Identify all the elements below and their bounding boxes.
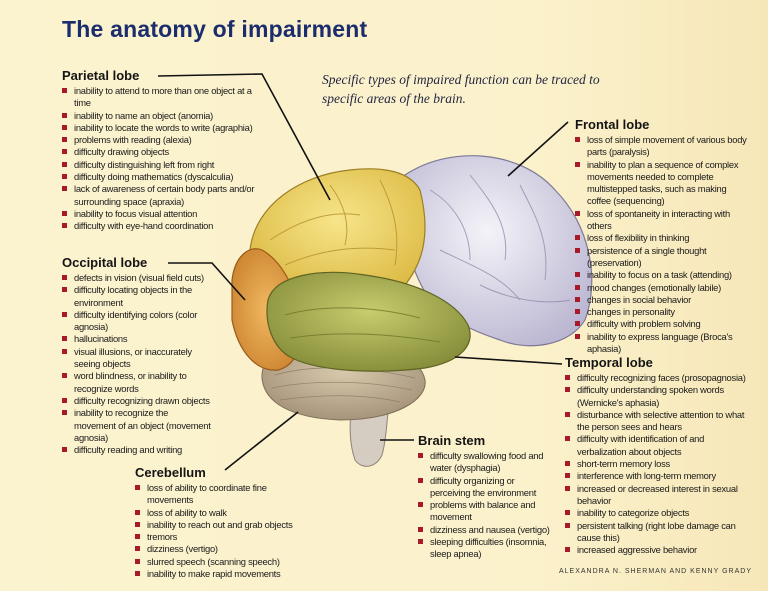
temporal-list: difficulty recognizing faces (prosopagno… — [565, 372, 755, 556]
temporal-leader — [454, 356, 563, 365]
list-item: loss of simple movement of various body … — [575, 134, 747, 159]
cerebellum-leader — [224, 411, 299, 471]
brainstem-list: difficulty swallowing food and water (dy… — [418, 450, 553, 561]
list-item: inability to express language (Broca's a… — [575, 331, 747, 356]
list-item: hallucinations — [62, 333, 212, 345]
list-item: persistence of a single thought (preserv… — [575, 245, 747, 270]
temporal-region — [266, 271, 471, 372]
list-item: mood changes (emotionally labile) — [575, 282, 747, 294]
frontal-heading: Frontal lobe — [575, 117, 650, 132]
list-item: increased aggressive behavior — [565, 544, 755, 556]
list-item: difficulty organizing or perceiving the … — [418, 475, 553, 500]
occipital-list: defects in vision (visual field cuts) di… — [62, 272, 212, 456]
occipital-block: Occipital lobe defects in vision (visual… — [62, 255, 212, 456]
list-item: difficulty with eye-hand coordination — [62, 220, 262, 232]
occipital-leader — [168, 262, 246, 301]
frontal-block: Frontal lobe loss of simple movement of … — [575, 117, 747, 355]
list-item: difficulty drawing objects — [62, 146, 262, 158]
list-item: loss of spontaneity in interacting with … — [575, 208, 747, 233]
list-item: defects in vision (visual field cuts) — [62, 272, 212, 284]
list-item: inability to recognize the movement of a… — [62, 407, 212, 444]
list-item: lack of awareness of certain body parts … — [62, 183, 262, 208]
list-item: inability to reach out and grab objects — [135, 519, 310, 531]
list-item: loss of ability to coordinate fine movem… — [135, 482, 310, 507]
list-item: short-term memory loss — [565, 458, 755, 470]
list-item: problems with balance and movement — [418, 499, 553, 524]
list-item: sleeping difficulties (insomnia, sleep a… — [418, 536, 553, 561]
list-item: difficulty locating objects in the envir… — [62, 284, 212, 309]
list-item: loss of ability to walk — [135, 507, 310, 519]
list-item: difficulty recognizing drawn objects — [62, 395, 212, 407]
list-item: difficulty reading and writing — [62, 444, 212, 456]
list-item: inability to make rapid movements — [135, 568, 310, 580]
list-item: inability to name an object (anomia) — [62, 110, 262, 122]
subtitle: Specific types of impaired function can … — [322, 72, 600, 106]
list-item: interference with long-term memory — [565, 470, 755, 482]
list-item: tremors — [135, 531, 310, 543]
list-item: inability to categorize objects — [565, 507, 755, 519]
cerebellum-list: loss of ability to coordinate fine movem… — [135, 482, 310, 580]
temporal-block: Temporal lobe difficulty recognizing fac… — [565, 355, 755, 556]
list-item: disturbance with selective attention to … — [565, 409, 755, 434]
list-item: inability to plan a sequence of complex … — [575, 159, 747, 208]
list-item: difficulty recognizing faces (prosopagno… — [565, 372, 755, 384]
parietal-list: inability to attend to more than one obj… — [62, 85, 262, 233]
temporal-heading: Temporal lobe — [565, 355, 653, 370]
list-item: problems with reading (alexia) — [62, 134, 262, 146]
parietal-heading: Parietal lobe — [62, 68, 140, 83]
list-item: difficulty doing mathematics (dyscalculi… — [62, 171, 262, 183]
credit-line: ALEXANDRA N. SHERMAN AND KENNY GRADY — [558, 568, 752, 575]
page-title: The anatomy of impairment — [62, 16, 368, 42]
list-item: persistent talking (right lobe damage ca… — [565, 520, 755, 545]
parietal-leader — [157, 73, 331, 201]
frontal-region — [401, 155, 593, 347]
list-item: loss of flexibility in thinking — [575, 232, 747, 244]
occipital-heading: Occipital lobe — [62, 255, 148, 270]
list-item: difficulty with identification of and ve… — [565, 433, 755, 458]
list-item: inability to attend to more than one obj… — [62, 85, 262, 110]
list-item: visual illusions, or inaccurately seeing… — [62, 346, 212, 371]
list-item: difficulty understanding spoken words (W… — [565, 384, 755, 409]
list-item: difficulty identifying colors (color agn… — [62, 309, 212, 334]
list-item: word blindness, or inability to recogniz… — [62, 370, 212, 395]
brainstem-heading: Brain stem — [418, 433, 486, 448]
list-item: inability to focus visual attention — [62, 208, 262, 220]
list-item: dizziness and nausea (vertigo) — [418, 524, 553, 536]
list-item: increased or decreased interest in sexua… — [565, 483, 755, 508]
list-item: difficulty distinguishing left from righ… — [62, 159, 262, 171]
list-item: changes in personality — [575, 306, 747, 318]
list-item: difficulty swallowing food and water (dy… — [418, 450, 553, 475]
cerebellum-block: Cerebellum loss of ability to coordinate… — [135, 465, 310, 580]
frontal-leader — [507, 121, 569, 177]
parietal-block: Parietal lobe inability to attend to mor… — [62, 68, 262, 233]
list-item: difficulty with problem solving — [575, 318, 747, 330]
list-item: inability to focus on a task (attending) — [575, 269, 747, 281]
list-item: changes in social behavior — [575, 294, 747, 306]
brainstem-block: Brain stem difficulty swallowing food an… — [418, 433, 553, 561]
list-item: slurred speech (scanning speech) — [135, 556, 310, 568]
cerebellum-heading: Cerebellum — [135, 465, 206, 480]
list-item: inability to locate the words to write (… — [62, 122, 262, 134]
list-item: dizziness (vertigo) — [135, 543, 310, 555]
frontal-list: loss of simple movement of various body … — [575, 134, 747, 355]
